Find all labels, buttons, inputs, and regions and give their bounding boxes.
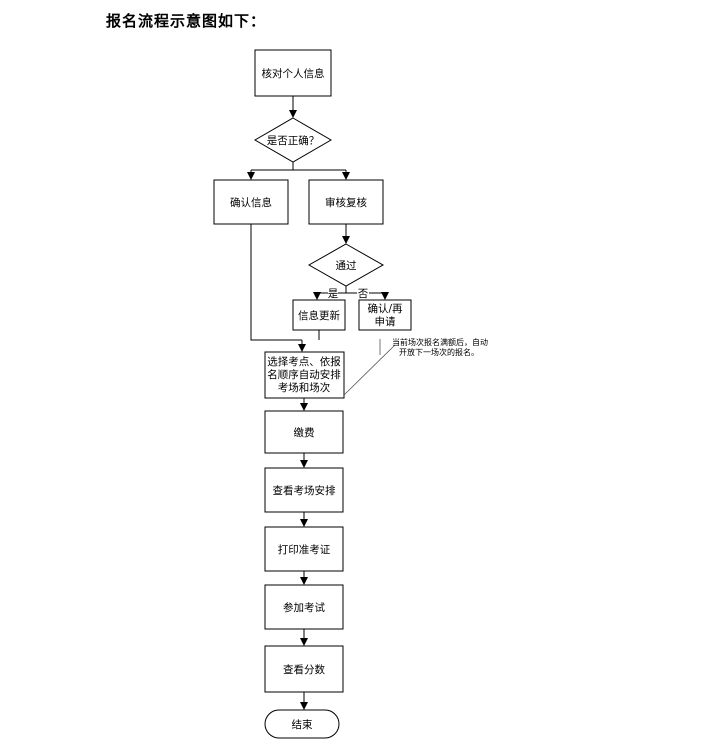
arrange-label-line2: 名顺序自动安排 — [267, 368, 341, 381]
reapply-label-line2: 申请 — [375, 315, 396, 328]
print-ticket-box: 打印准考证 — [264, 526, 344, 572]
arrange-exam-box: 选择考点、依报 名顺序自动安排 考场和场次 — [264, 351, 345, 399]
view-score-box: 查看分数 — [264, 645, 344, 693]
review-label: 审核复核 — [325, 196, 367, 209]
update-info-box: 信息更新 — [292, 299, 346, 331]
pay-box: 缴费 — [264, 410, 344, 454]
note-line2: 开放下一场次的报名。 — [399, 347, 479, 357]
pass-decision: 通过 — [307, 243, 385, 287]
note-callout-line — [343, 344, 396, 396]
reapply-box: 确认/再 申请 — [358, 299, 412, 331]
view-score-label: 查看分数 — [283, 663, 325, 676]
end-terminator: 结束 — [264, 709, 340, 739]
pass-decision-label: 通过 — [336, 259, 357, 272]
verify-info-label: 核对个人信息 — [262, 67, 325, 80]
pay-label: 缴费 — [294, 426, 315, 439]
correct-decision-label: 是否正确？ — [267, 134, 320, 147]
page-heading: 报名流程示意图如下： — [106, 12, 267, 30]
confirm-info-label: 确认信息 — [230, 196, 272, 209]
view-room-label: 查看考场安排 — [273, 484, 336, 497]
yes-label: 是 — [328, 288, 339, 300]
reapply-label-line1: 确认/再 — [367, 302, 403, 315]
review-box: 审核复核 — [308, 179, 384, 225]
arrange-label-line3: 考场和场次 — [278, 381, 331, 394]
view-room-box: 查看考场安排 — [264, 467, 344, 513]
take-exam-box: 参加考试 — [264, 584, 344, 630]
arrange-label-line1: 选择考点、依报 — [267, 355, 341, 368]
update-info-label: 信息更新 — [298, 309, 340, 322]
correct-decision: 是否正确？ — [254, 117, 332, 163]
take-exam-label: 参加考试 — [283, 601, 325, 614]
note-line1: 当前场次报名满额后，自动 — [392, 337, 488, 347]
confirm-info-box: 确认信息 — [213, 179, 289, 225]
connector-confirm-to-arrange — [250, 224, 302, 341]
no-label: 否 — [358, 288, 369, 300]
verify-info-box: 核对个人信息 — [254, 49, 332, 97]
end-label: 结束 — [292, 718, 313, 731]
print-ticket-label: 打印准考证 — [278, 543, 331, 556]
